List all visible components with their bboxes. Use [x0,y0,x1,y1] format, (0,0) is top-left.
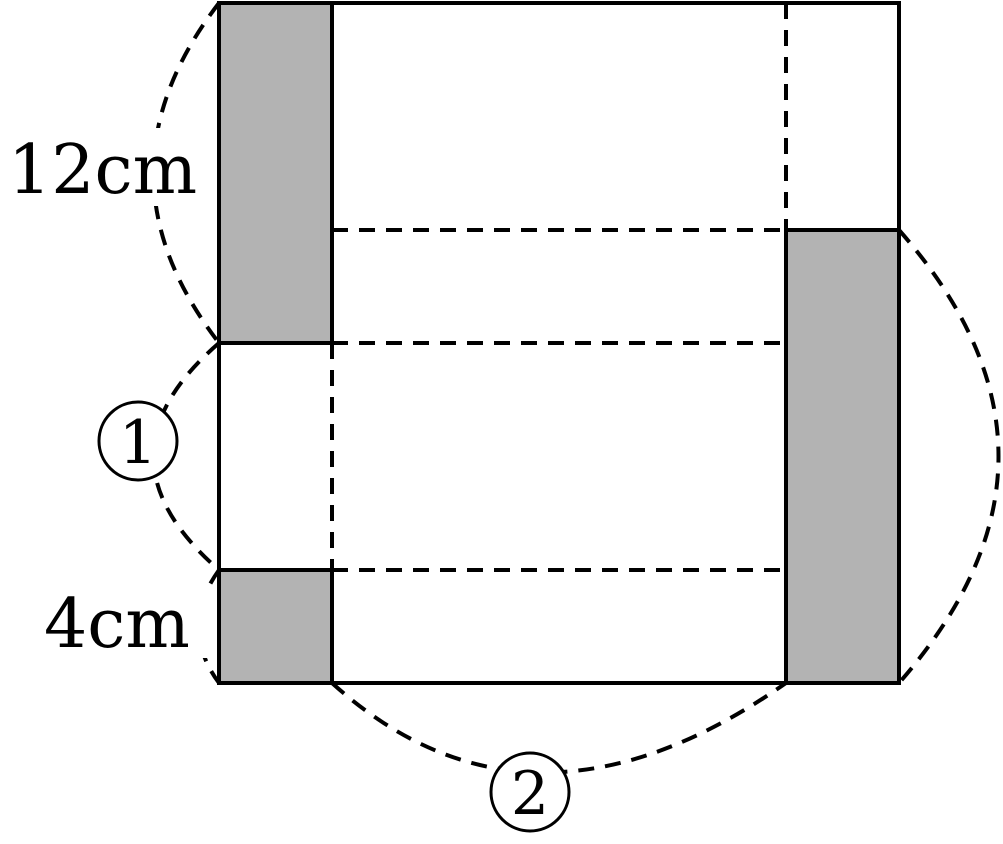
marker-1-circle [97,400,179,482]
arc-marker-1 [151,341,221,572]
arc-right-large [897,228,1001,685]
shaded-flap-bottom-left [219,570,332,683]
marker-2-circle [489,751,571,833]
label-4cm-backdrop [42,584,210,658]
shaded-flap-top-left [219,3,332,343]
label-4cm: 4cm [44,585,190,664]
label-12cm: 12cm [8,131,197,210]
marker-2-text: 2 [511,759,549,829]
arc-12cm [151,1,221,345]
shaded-flap-right [786,230,899,683]
marker-1-text: 1 [119,408,157,478]
label-12cm-backdrop [6,128,214,206]
arc-marker-2 [330,681,788,775]
